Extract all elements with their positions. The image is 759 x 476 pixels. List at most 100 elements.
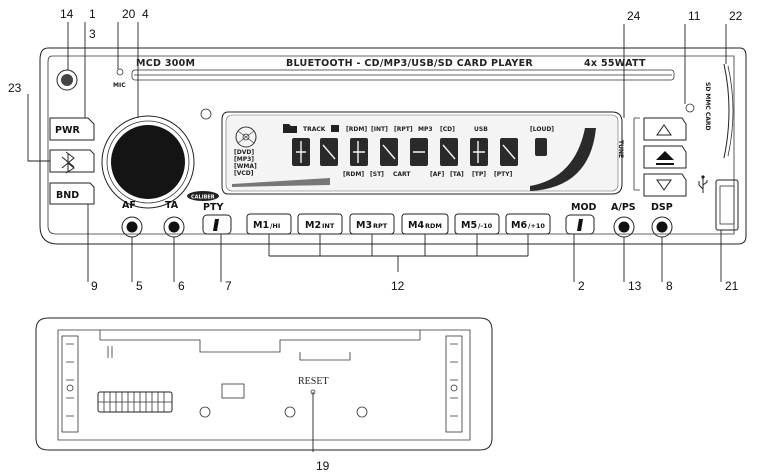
dsp-knob[interactable]: DSP bbox=[651, 202, 673, 238]
leader-lines bbox=[27, 22, 727, 452]
preset-m5-button[interactable]: M5 /-10 bbox=[454, 213, 500, 235]
tune-cluster: TUNE bbox=[617, 117, 640, 191]
lcd-side-mp3: [MP3] bbox=[234, 156, 254, 163]
lcd-bottom-af: [AF] bbox=[430, 171, 444, 178]
callout-14: 14 bbox=[60, 7, 74, 21]
ta-label: TA bbox=[165, 200, 179, 211]
callout-22: 22 bbox=[729, 9, 743, 23]
callout-21: 21 bbox=[725, 279, 739, 293]
folder-icon bbox=[283, 124, 297, 133]
af-label: AF bbox=[122, 200, 136, 211]
pwr-button[interactable]: PWR bbox=[49, 117, 95, 141]
power-rating: 4x 55WATT bbox=[584, 58, 646, 69]
volume-knob[interactable] bbox=[101, 115, 195, 209]
mic-label: MIC bbox=[113, 82, 126, 89]
lcd-bottom-rdm: [RDM] bbox=[343, 171, 364, 178]
preset-buttons: M1 /HI M2 INT M3 RPT M4 RDM M5 /-10 bbox=[246, 213, 551, 235]
lcd-indicator-usb: USB bbox=[474, 126, 488, 133]
lcd-indicator-rpt: [RPT] bbox=[394, 126, 413, 133]
bt-indicator bbox=[685, 103, 695, 113]
dsp-label: DSP bbox=[651, 202, 673, 213]
mic-hole bbox=[116, 68, 124, 76]
pty-button[interactable]: PTY bbox=[202, 202, 232, 235]
model-name: MCD 300M bbox=[136, 58, 195, 69]
svg-text:CALIBER: CALIBER bbox=[191, 195, 215, 201]
callout-numbers: 14 1 3 20 4 24 11 22 23 9 5 6 7 12 2 13 … bbox=[8, 7, 743, 473]
triangle-down-icon bbox=[656, 179, 672, 191]
preset-m1-button[interactable]: M1 /HI bbox=[246, 213, 292, 235]
svg-text:/-10: /-10 bbox=[478, 222, 493, 230]
callout-1: 1 bbox=[89, 7, 96, 21]
callout-3: 3 bbox=[89, 27, 96, 41]
tune-up-button[interactable] bbox=[643, 117, 687, 141]
lcd-bottom-st: [ST] bbox=[370, 171, 384, 178]
bluetooth-icon bbox=[61, 151, 75, 174]
callout-4: 4 bbox=[142, 7, 149, 21]
aps-knob[interactable]: A/PS bbox=[611, 202, 636, 238]
mod-button[interactable]: MOD bbox=[565, 202, 597, 235]
lcd-indicator-loud: [LOUD] bbox=[530, 126, 554, 133]
back-panel: RESET bbox=[35, 317, 493, 451]
bnd-button[interactable]: BND bbox=[49, 182, 95, 205]
svg-text:M6: M6 bbox=[511, 220, 527, 231]
lcd-indicator-rdm: [RDM] bbox=[346, 126, 367, 133]
callout-19: 19 bbox=[316, 459, 330, 473]
svg-text:M1: M1 bbox=[253, 220, 269, 231]
eject-icon bbox=[656, 151, 674, 165]
disc-icon bbox=[235, 126, 257, 148]
aps-label: A/PS bbox=[611, 202, 636, 213]
lcd-bottom-tp: [TP] bbox=[472, 171, 486, 178]
svg-text:RPT: RPT bbox=[373, 222, 388, 230]
preset-m6-button[interactable]: M6 /+10 bbox=[505, 213, 551, 235]
lcd-indicator-mp3: MP3 bbox=[418, 126, 433, 133]
back-connector bbox=[97, 391, 173, 413]
callout-13: 13 bbox=[628, 279, 642, 293]
lcd-side-wma: [WMA] bbox=[234, 163, 257, 170]
ir-sensor bbox=[200, 108, 212, 120]
svg-text:M2: M2 bbox=[305, 220, 321, 231]
svg-text:INT: INT bbox=[322, 222, 335, 230]
callout-12: 12 bbox=[391, 279, 405, 293]
reset-button[interactable] bbox=[310, 389, 316, 395]
svg-text:RDM: RDM bbox=[425, 222, 442, 230]
product-title: BLUETOOTH - CD/MP3/USB/SD CARD PLAYER bbox=[286, 58, 533, 69]
pty-label: PTY bbox=[203, 202, 223, 213]
callout-23: 23 bbox=[8, 81, 22, 95]
sd-card-slot[interactable]: SD MMC CARD bbox=[704, 63, 734, 159]
callout-5: 5 bbox=[136, 279, 143, 293]
tune-down-button[interactable] bbox=[643, 173, 687, 197]
callout-11: 11 bbox=[688, 9, 701, 23]
callout-7: 7 bbox=[225, 279, 232, 293]
callout-9: 9 bbox=[91, 279, 98, 293]
preset-m2-button[interactable]: M2 INT bbox=[297, 213, 343, 235]
reset-label: RESET bbox=[298, 376, 329, 387]
lcd-indicator-track: TRACK bbox=[303, 126, 326, 133]
lcd-bottom-pty: [PTY] bbox=[494, 171, 513, 178]
ta-knob[interactable]: TA bbox=[163, 200, 185, 238]
svg-text:M3: M3 bbox=[356, 220, 372, 231]
svg-text:/HI: /HI bbox=[270, 222, 280, 230]
usb-port[interactable] bbox=[715, 179, 739, 231]
brand-badge: CALIBER bbox=[187, 191, 219, 201]
svg-text:M4: M4 bbox=[408, 220, 424, 231]
lcd-side-dvd: [DVD] bbox=[234, 149, 254, 156]
eject-button[interactable] bbox=[643, 145, 687, 169]
lcd-bottom-cart: CART bbox=[393, 171, 411, 178]
mod-label: MOD bbox=[571, 202, 597, 213]
sd-card-label: SD MMC CARD bbox=[704, 82, 711, 130]
bluetooth-button[interactable] bbox=[49, 149, 95, 174]
triangle-up-icon bbox=[656, 124, 672, 136]
release-button[interactable] bbox=[56, 69, 78, 91]
af-knob[interactable]: AF bbox=[121, 200, 143, 238]
lcd-indicator-int: [INT] bbox=[371, 126, 388, 133]
callout-24: 24 bbox=[627, 9, 641, 23]
preset-m3-button[interactable]: M3 RPT bbox=[349, 213, 395, 235]
bnd-label: BND bbox=[56, 190, 79, 201]
lcd-level-bar bbox=[232, 128, 596, 191]
svg-text:M5: M5 bbox=[461, 220, 477, 231]
preset-m4-button[interactable]: M4 RDM bbox=[401, 213, 449, 235]
callout-20: 20 bbox=[122, 7, 136, 21]
lcd-side-vcd: [VCD] bbox=[234, 170, 254, 177]
cd-slot[interactable] bbox=[131, 69, 675, 81]
